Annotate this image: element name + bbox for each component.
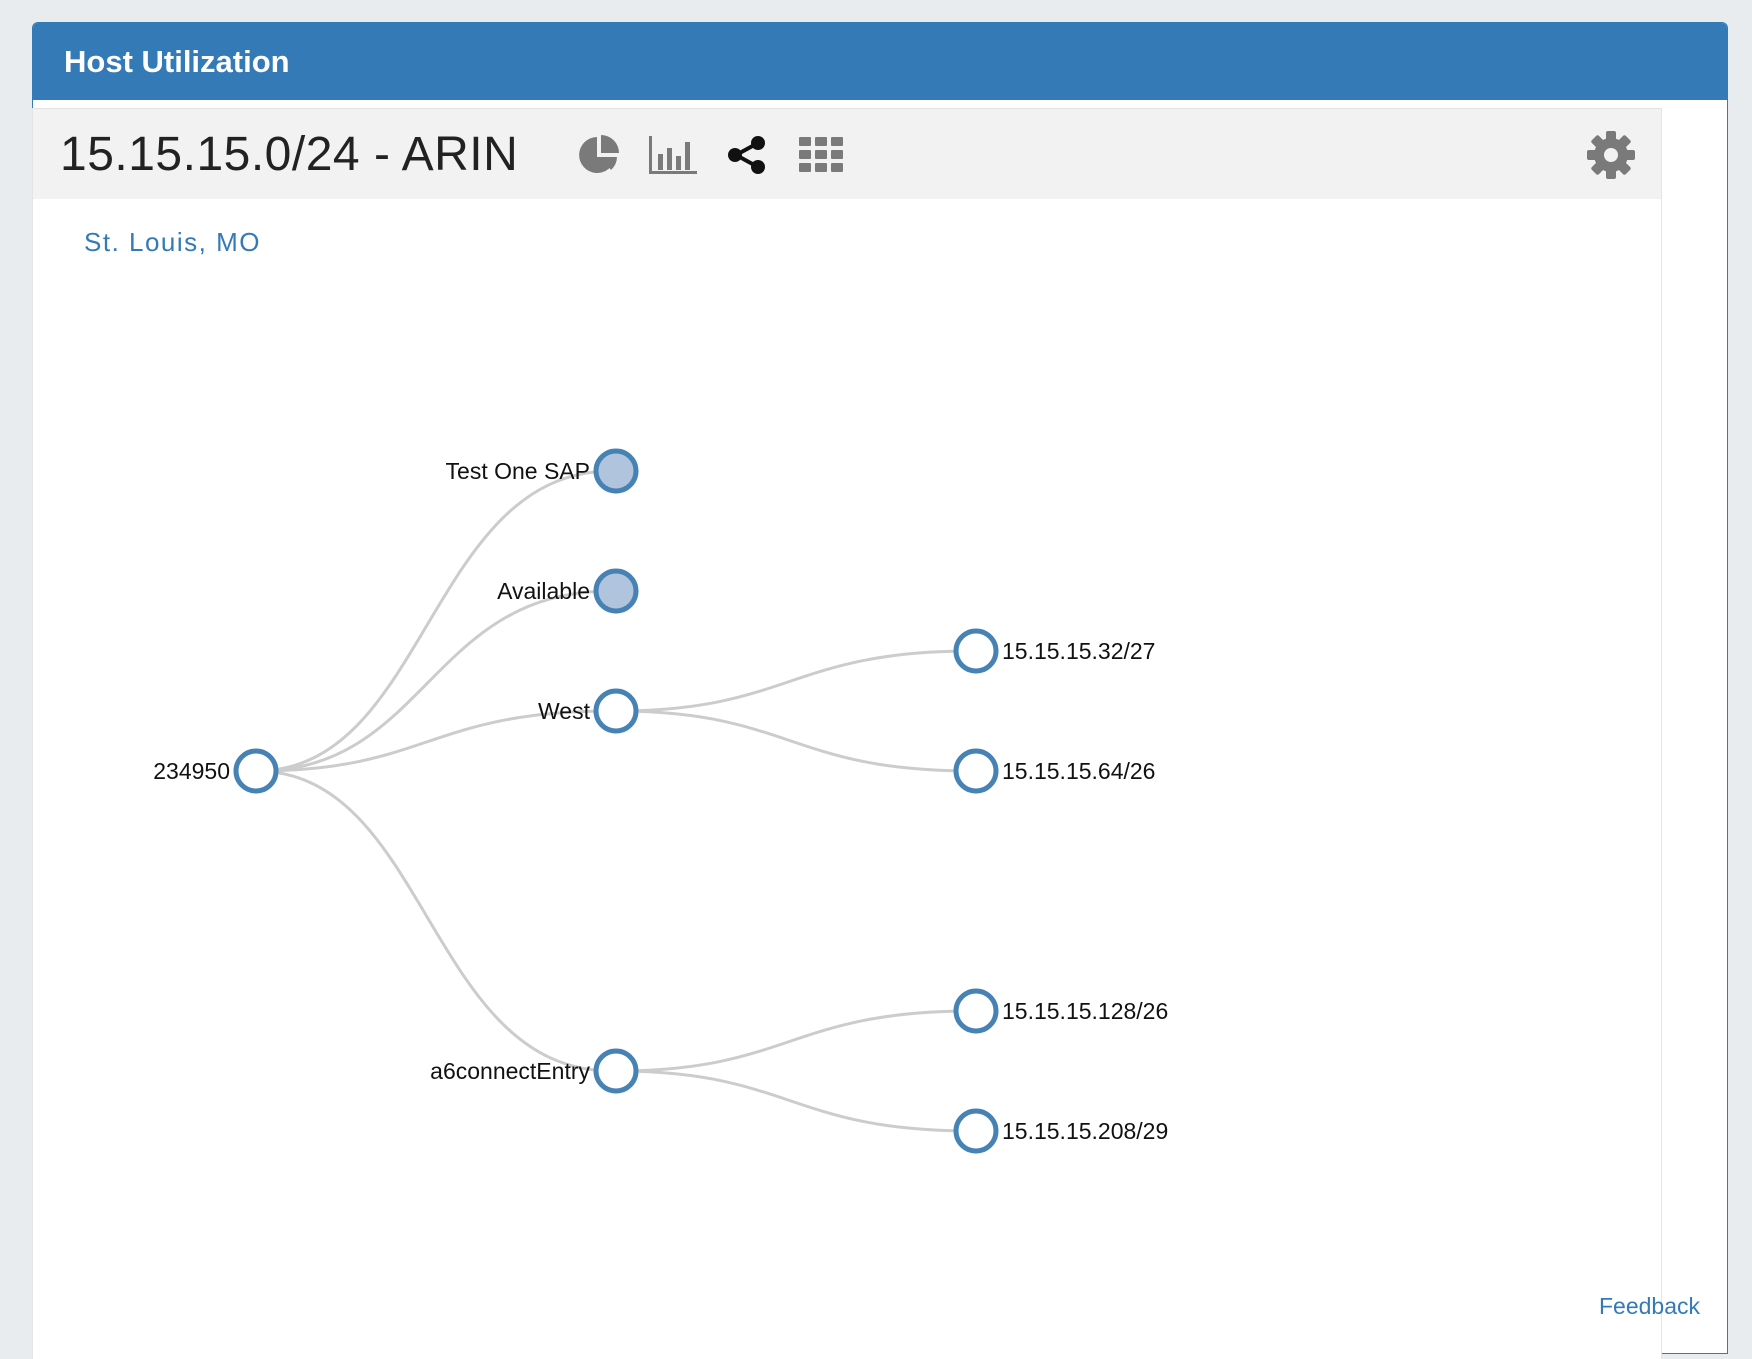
node-label: a6connectEntry bbox=[430, 1058, 590, 1084]
tree-node-15-15-15-128-26[interactable]: 15.15.15.128/26 bbox=[953, 988, 1168, 1034]
node-circle bbox=[953, 748, 999, 794]
node-circle bbox=[593, 1048, 639, 1094]
tree-link bbox=[255, 769, 613, 1073]
node-circle bbox=[953, 628, 999, 674]
tree-node-root[interactable]: 234950 bbox=[153, 748, 279, 794]
node-circle bbox=[593, 568, 639, 614]
tree-node-a6connectentry[interactable]: a6connectEntry bbox=[430, 1048, 639, 1094]
tree-node-15-15-15-208-29[interactable]: 15.15.15.208/29 bbox=[953, 1108, 1168, 1154]
share-tree-icon[interactable] bbox=[721, 131, 773, 179]
subnet-title: 15.15.15.0/24 - ARIN bbox=[60, 128, 519, 181]
node-label: West bbox=[538, 698, 591, 724]
tree-node-west[interactable]: West bbox=[538, 688, 639, 734]
tree-links bbox=[255, 469, 973, 1133]
grid-icon[interactable] bbox=[795, 131, 847, 179]
gear-icon[interactable] bbox=[1585, 129, 1637, 181]
node-label: 15.15.15.32/27 bbox=[1002, 638, 1155, 664]
node-label: 15.15.15.208/29 bbox=[1002, 1118, 1168, 1144]
tree-node-15-15-15-32-27[interactable]: 15.15.15.32/27 bbox=[953, 628, 1155, 674]
tree-link bbox=[255, 589, 613, 773]
tree-node-15-15-15-64-26[interactable]: 15.15.15.64/26 bbox=[953, 748, 1155, 794]
node-circle bbox=[953, 988, 999, 1034]
node-circle bbox=[953, 1108, 999, 1154]
node-label: 234950 bbox=[153, 758, 230, 784]
node-label: 15.15.15.128/26 bbox=[1002, 998, 1168, 1024]
tree-link bbox=[615, 1069, 973, 1133]
node-circle bbox=[593, 688, 639, 734]
pie-chart-icon[interactable] bbox=[573, 131, 625, 179]
bar-chart-icon[interactable] bbox=[647, 131, 699, 179]
feedback-link[interactable]: Feedback bbox=[1598, 1293, 1700, 1319]
tree-node-available[interactable]: Available bbox=[497, 568, 639, 614]
tree-link bbox=[615, 649, 973, 713]
tree-node-test-one-sap[interactable]: Test One SAP bbox=[446, 448, 639, 494]
tree-link bbox=[615, 1009, 973, 1073]
node-label: Available bbox=[497, 578, 590, 604]
view-switcher bbox=[573, 131, 847, 179]
subnet-card: 15.15.15.0/24 - ARIN bbox=[32, 108, 1662, 1359]
tree-link bbox=[615, 709, 973, 773]
node-label: Test One SAP bbox=[446, 458, 590, 484]
node-circle bbox=[233, 748, 279, 794]
node-circle bbox=[593, 448, 639, 494]
subnet-location: St. Louis, MO bbox=[84, 227, 261, 257]
tree-link bbox=[255, 469, 613, 773]
panel-title: Host Utilization bbox=[33, 23, 1727, 100]
node-label: 15.15.15.64/26 bbox=[1002, 758, 1155, 784]
subnet-toolbar: 15.15.15.0/24 - ARIN bbox=[33, 109, 1661, 199]
tree-link bbox=[255, 709, 613, 773]
